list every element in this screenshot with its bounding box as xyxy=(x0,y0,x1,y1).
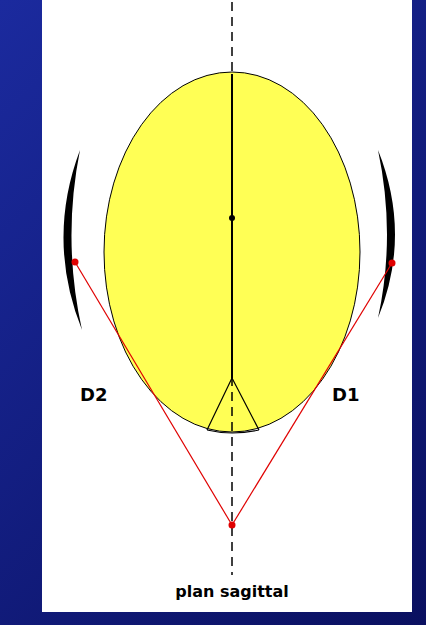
left-point xyxy=(72,259,79,266)
distance-line-right xyxy=(232,263,392,525)
nose xyxy=(207,378,259,433)
plane-label: plan sagittal xyxy=(175,584,289,600)
distance-line-left xyxy=(75,262,232,525)
center-dot xyxy=(229,215,235,221)
right-ear-arc xyxy=(378,150,395,318)
white-panel xyxy=(42,0,412,612)
distance-label: D2 xyxy=(80,386,107,404)
right-point xyxy=(389,260,396,267)
sagittal-plane-line xyxy=(231,2,233,575)
left-ear-arc xyxy=(63,150,82,330)
distance-label: D1 xyxy=(332,386,359,404)
source-point xyxy=(229,522,236,529)
